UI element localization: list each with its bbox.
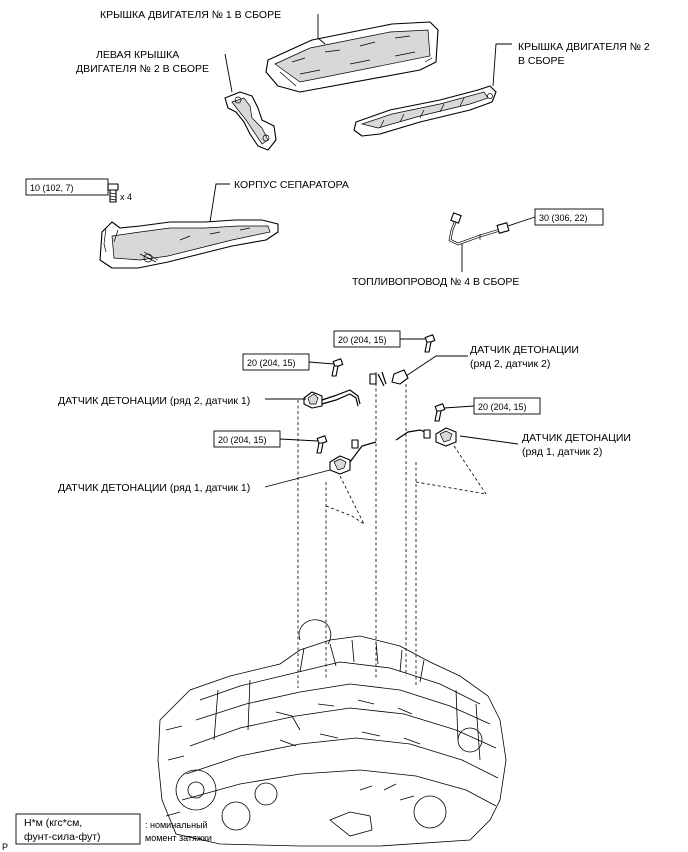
- knock-b1s2-label-line1: ДАТЧИК ДЕТОНАЦИИ: [522, 432, 631, 444]
- fuel-pipe-torque-value: 30 (306, 22): [539, 213, 588, 223]
- knock-b2s1-bolt-icon: [331, 358, 344, 377]
- engine-cover-2-label-line2: В СБОРЕ: [518, 55, 564, 67]
- knock-b1s2-torque-leader: [443, 405, 475, 409]
- legend-desc-line2: момент затяжки: [145, 833, 212, 843]
- knock-b2s2-sensor-part: [369, 369, 409, 387]
- left-engine-cover-2-label-line2: ДВИГАТЕЛЯ № 2 В СБОРЕ: [76, 63, 209, 75]
- separator-case-label: КОРПУС СЕПАРАТОРА: [234, 179, 349, 191]
- knock-b1s1-label: ДАТЧИК ДЕТОНАЦИИ (ряд 1, датчик 1): [58, 482, 250, 494]
- knock-b2s1-torque-value: 20 (204, 15): [247, 358, 296, 368]
- engine-cover-2-part: [353, 85, 497, 137]
- separator-torque-value: 10 (102, 7): [30, 183, 74, 193]
- separator-bolt-icon: [107, 183, 119, 203]
- left-engine-cover-2-leader: [224, 53, 233, 93]
- knock-b2s1-torque-leader: [308, 361, 335, 365]
- knock-b2s2-label-line2: (ряд 2, датчик 2): [470, 358, 550, 370]
- installation-guide-lines: [297, 372, 487, 688]
- knock-b2s2-bolt-icon: [424, 334, 436, 353]
- knock-b2s1-label: ДАТЧИК ДЕТОНАЦИИ (ряд 2, датчик 1): [58, 395, 250, 407]
- knock-b1s1-leader: [264, 469, 331, 488]
- knock-b2s2-leader: [405, 355, 468, 377]
- legend-unit-box: [15, 813, 141, 845]
- knock-b1s1-torque-leader: [279, 438, 319, 442]
- engine-cover-2-label-line1: КРЫШКА ДВИГАТЕЛЯ № 2: [518, 41, 650, 53]
- knock-b1s1-sensor-part: [329, 439, 377, 475]
- left-engine-cover-2-label-line1: ЛЕВАЯ КРЫШКА: [96, 49, 179, 61]
- legend-unit-line1: Н*м (кгс*см,: [24, 817, 82, 829]
- knock-b1s2-label-line2: (ряд 1, датчик 2): [522, 446, 602, 458]
- knock-b2s1-sensor-part: [303, 389, 361, 409]
- knock-b1s2-sensor-part: [395, 427, 457, 447]
- knock-b1s1-bolt-icon: [316, 435, 328, 454]
- knock-b1s2-bolt-icon: [434, 403, 446, 422]
- engine-assembly-illustration: [157, 619, 507, 847]
- engine-cover-1-leader: [317, 14, 326, 45]
- knock-b2s2-label-line1: ДАТЧИК ДЕТОНАЦИИ: [470, 344, 579, 356]
- knock-b1s2-torque-value: 20 (204, 15): [478, 402, 527, 412]
- separator-case-part: [99, 219, 279, 269]
- engine-cover-1-part: [265, 21, 439, 93]
- separator-case-leader: [209, 183, 230, 223]
- legend-desc-line1: : номинальный: [145, 820, 208, 830]
- engine-cover-1-label: КРЫШКА ДВИГАТЕЛЯ № 1 В СБОРЕ: [100, 9, 281, 21]
- left-engine-cover-2-part: [224, 91, 277, 151]
- legend-unit-line2: фунт-сила-фут): [24, 831, 101, 843]
- knock-b1s1-torque-value: 20 (204, 15): [218, 435, 267, 445]
- bolt-quantity: x 4: [120, 192, 132, 202]
- knock-b1s2-leader: [459, 435, 519, 445]
- fuel-pipe-part: [448, 212, 510, 246]
- engine-cover-2-leader: [492, 43, 512, 87]
- fuel-pipe-label: ТОПЛИВОПРОВОД № 4 В СБОРЕ: [352, 276, 519, 288]
- fuel-pipe-torque-leader: [507, 216, 536, 227]
- corner-mark: P: [2, 842, 8, 852]
- knock-b2s2-torque-value: 20 (204, 15): [338, 335, 387, 345]
